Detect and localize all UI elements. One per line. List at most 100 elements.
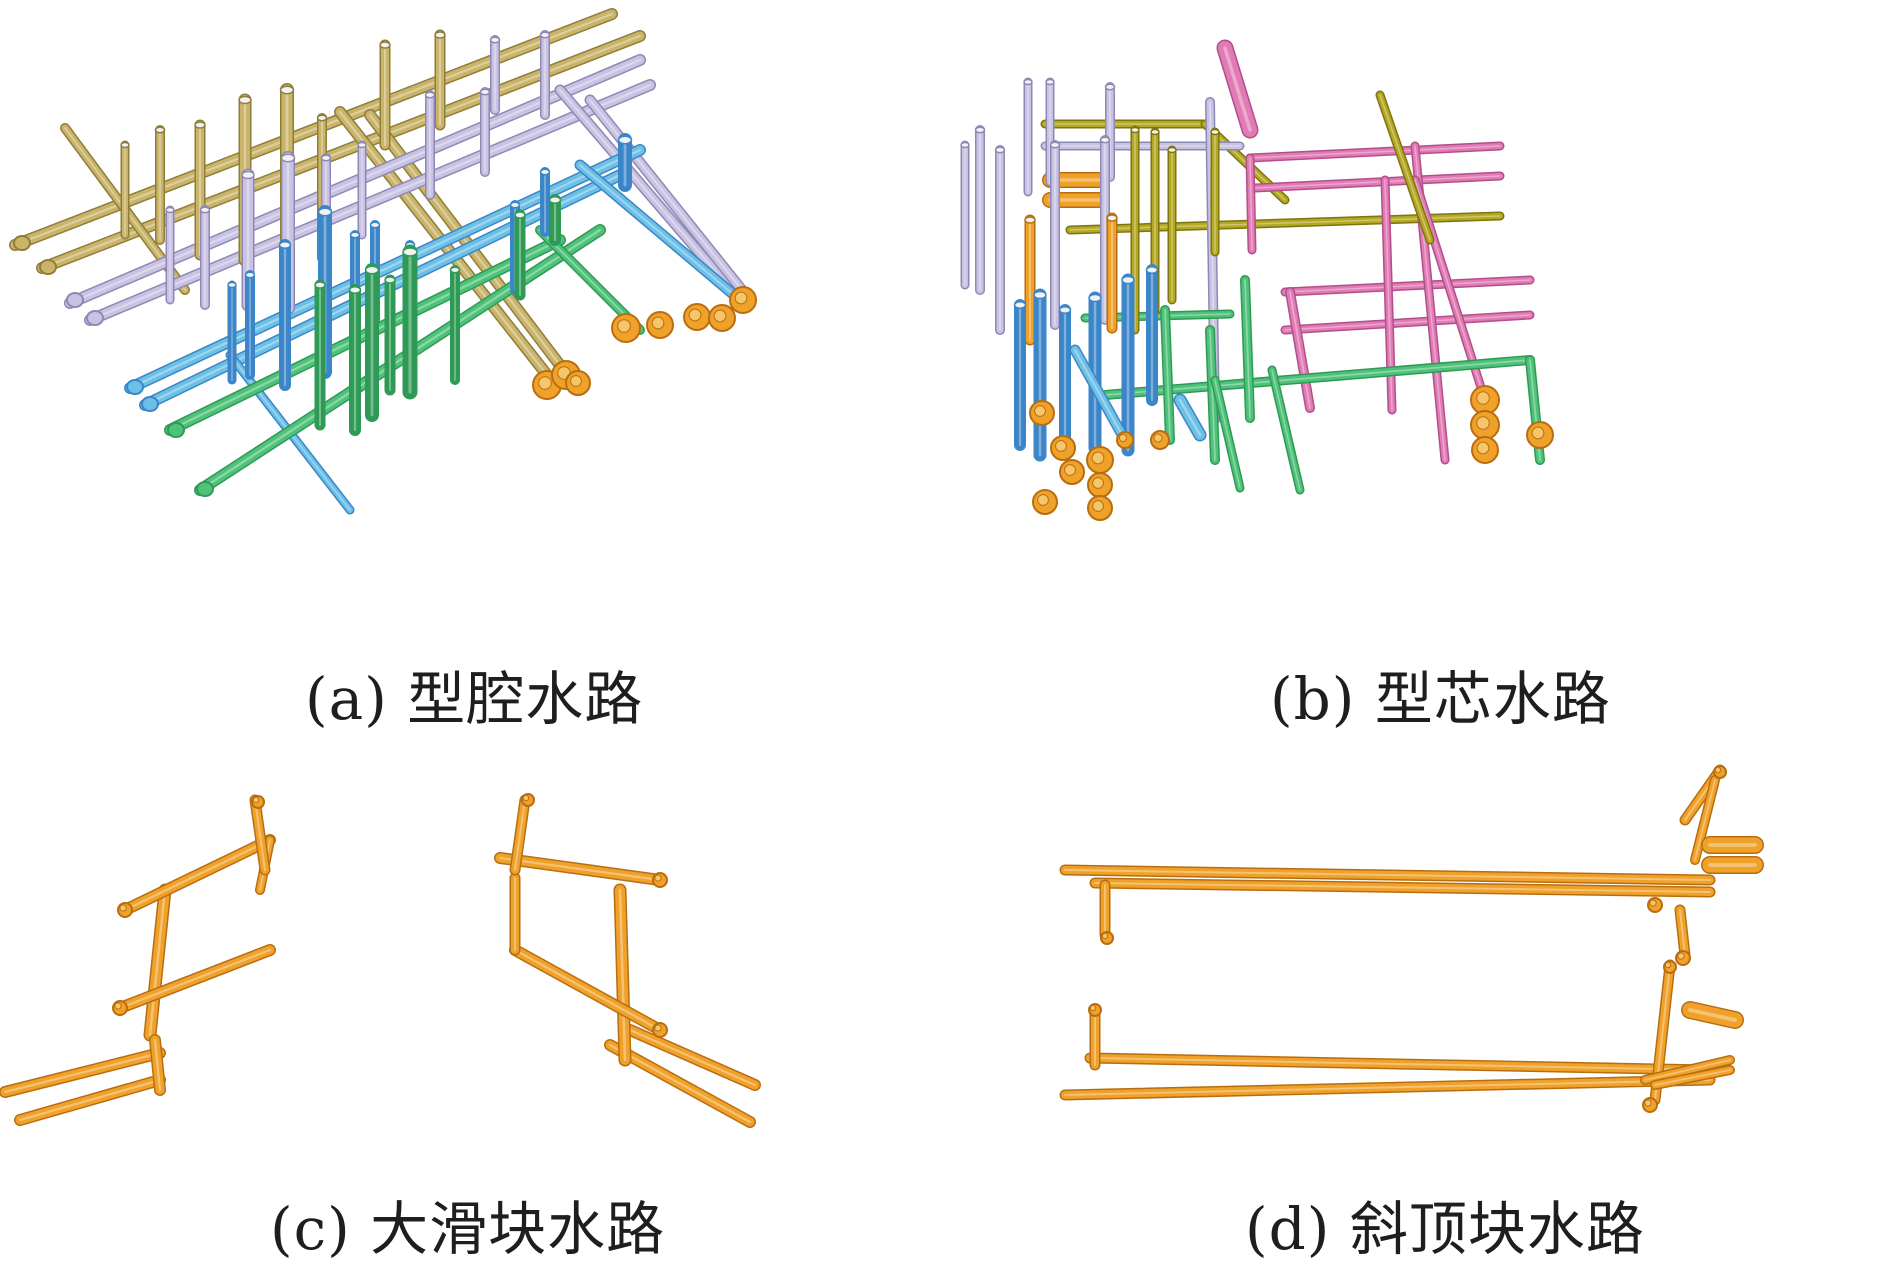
post-a-2-cap: [194, 121, 206, 129]
sky-diag-2-highlight: [579, 164, 741, 301]
green-b-post-2: [1241, 276, 1254, 422]
post-a-18-cap: [227, 281, 237, 289]
green-b-post-4-highlight: [1164, 309, 1171, 441]
caption-c: (c) 大滑块水路: [270, 1195, 666, 1263]
lifter-upper-cap-2-face: [1649, 899, 1657, 907]
orange-plug-b-8-face: [1153, 433, 1163, 443]
slider-left-run-1-highlight: [3, 1051, 162, 1094]
post-b-0-cap: [1023, 78, 1033, 86]
lifter-upper-post-2-highlight: [1679, 909, 1686, 956]
post-a-17-cap: [539, 31, 551, 39]
green-inlet-2: [196, 481, 214, 497]
pink-post-1: [1247, 155, 1255, 253]
post-b-17-cap: [1088, 293, 1102, 303]
slider-right-cap-3-face: [654, 1024, 662, 1032]
lifter-upper-diag-2: [1691, 776, 1719, 864]
lifter-lower-diag-1: [1641, 1056, 1734, 1084]
panel-c-large-slider-cooling: [0, 780, 940, 1180]
slider-left-run-1: [0, 1048, 165, 1097]
post-a-32-cap: [384, 276, 396, 284]
slider-left-post-2: [150, 1035, 165, 1095]
lifter-upper-diag-2-highlight: [1694, 779, 1716, 861]
cavity-cooling-channels-icon: [9, 8, 757, 515]
slider-left-run-2-highlight: [18, 1078, 162, 1122]
lifter-upper-run-2-highlight: [1094, 882, 1711, 893]
pink-riser-highlight: [1223, 46, 1252, 132]
orange-plug-b-6-face: [1037, 494, 1049, 506]
olive-diag-b-highlight: [1379, 94, 1431, 241]
pink-run-2-highlight: [1254, 175, 1501, 189]
slider-right-riser: [511, 796, 529, 874]
lifter-lower-cap-1-face: [1664, 961, 1672, 969]
post-b-16-cap: [1058, 306, 1072, 314]
lifter-lower-diag-2-highlight: [1654, 1069, 1731, 1086]
pink-run-4: [1282, 312, 1533, 333]
post-b-1-cap: [1045, 78, 1055, 86]
pink-run-4-highlight: [1284, 314, 1531, 331]
orange-plug-b-10-face: [1476, 416, 1490, 430]
post-b-8-cap: [1024, 216, 1036, 224]
lavender-diag-1: [556, 86, 744, 304]
slider-left-riser: [251, 796, 269, 874]
green-b-post-5: [1212, 377, 1243, 491]
green-b-post-3: [1269, 367, 1303, 493]
slider-left-arm-2: [120, 835, 275, 915]
orange-plug-b-9-face: [1476, 391, 1490, 405]
slider-right-run-2-highlight: [628, 1028, 757, 1087]
lifter-upper-run-1: [1061, 866, 1714, 884]
orange-plug-b-7-face: [1118, 433, 1128, 443]
sky-b-diag-1-highlight: [1074, 349, 1126, 441]
post-a-0-cap: [120, 141, 130, 149]
slider-right-post-1: [615, 885, 630, 1065]
green-b-run-2-highlight: [1104, 359, 1531, 396]
slider-right-run-2: [625, 1025, 760, 1090]
green-b-run-2: [1101, 356, 1534, 399]
sky-run-1: [125, 145, 645, 393]
lifter-lower-diag-2: [1651, 1066, 1734, 1089]
post-b-9-cap: [1106, 214, 1118, 222]
green-run-2-highlight: [198, 228, 602, 492]
post-b-10-cap: [1130, 126, 1140, 134]
post-b-3-cap: [960, 141, 970, 149]
post-a-16-cap: [489, 36, 501, 44]
post-a-31-cap: [402, 247, 418, 257]
lifter-lower-run-2: [1086, 1054, 1714, 1074]
lifter-lower-stub-1-highlight: [1688, 1008, 1737, 1022]
post-a-30-cap: [364, 265, 380, 275]
post-a-15-cap: [479, 88, 491, 96]
post-a-25-cap: [509, 201, 521, 209]
slider-left-cap-1-face: [252, 796, 260, 804]
green-b-post-4: [1161, 306, 1174, 444]
green-b-post-5-highlight: [1214, 379, 1241, 489]
green-b-post-1: [1206, 326, 1219, 464]
orange-plug-b-5-face: [1092, 500, 1104, 512]
post-a-22-cap: [349, 231, 361, 239]
lifter-lower-run-1-highlight: [1064, 1079, 1711, 1096]
post-b-7-cap: [1099, 136, 1111, 144]
orange-plug-b-2-face: [1064, 464, 1076, 476]
post-a-5-cap: [316, 114, 328, 122]
lavender-run-2: [85, 80, 655, 325]
post-b-4-cap: [974, 126, 986, 134]
slider-left-post-1: [145, 885, 170, 1040]
green-b-post-1-highlight: [1209, 329, 1216, 461]
post-b-11-cap: [1150, 128, 1160, 136]
post-a-9-cap: [199, 206, 211, 214]
lifter-upper-run-1-highlight: [1064, 869, 1711, 881]
slider-left-arm-1-highlight: [118, 948, 272, 1010]
slider-left-post-1-highlight: [148, 888, 167, 1037]
post-a-6-cap: [379, 41, 391, 49]
post-b-2-cap: [1104, 83, 1116, 91]
post-a-29-cap: [348, 286, 362, 294]
post-a-7-cap: [434, 31, 446, 39]
pink-post-4-highlight: [1289, 291, 1311, 409]
orange-plug-a-0-face: [538, 376, 552, 390]
slider-left-riser-highlight: [254, 799, 266, 871]
caption-a: (a) 型腔水路: [305, 665, 644, 733]
khaki-run-1: [10, 9, 617, 250]
slider-left-cap-2-face: [119, 904, 127, 912]
slider-right-arm-1-highlight: [498, 856, 662, 882]
lifter-cooling-channels-icon: [1059, 764, 1764, 1113]
sky-diag-2: [576, 161, 744, 304]
khaki-run-1-highlight: [13, 12, 614, 247]
